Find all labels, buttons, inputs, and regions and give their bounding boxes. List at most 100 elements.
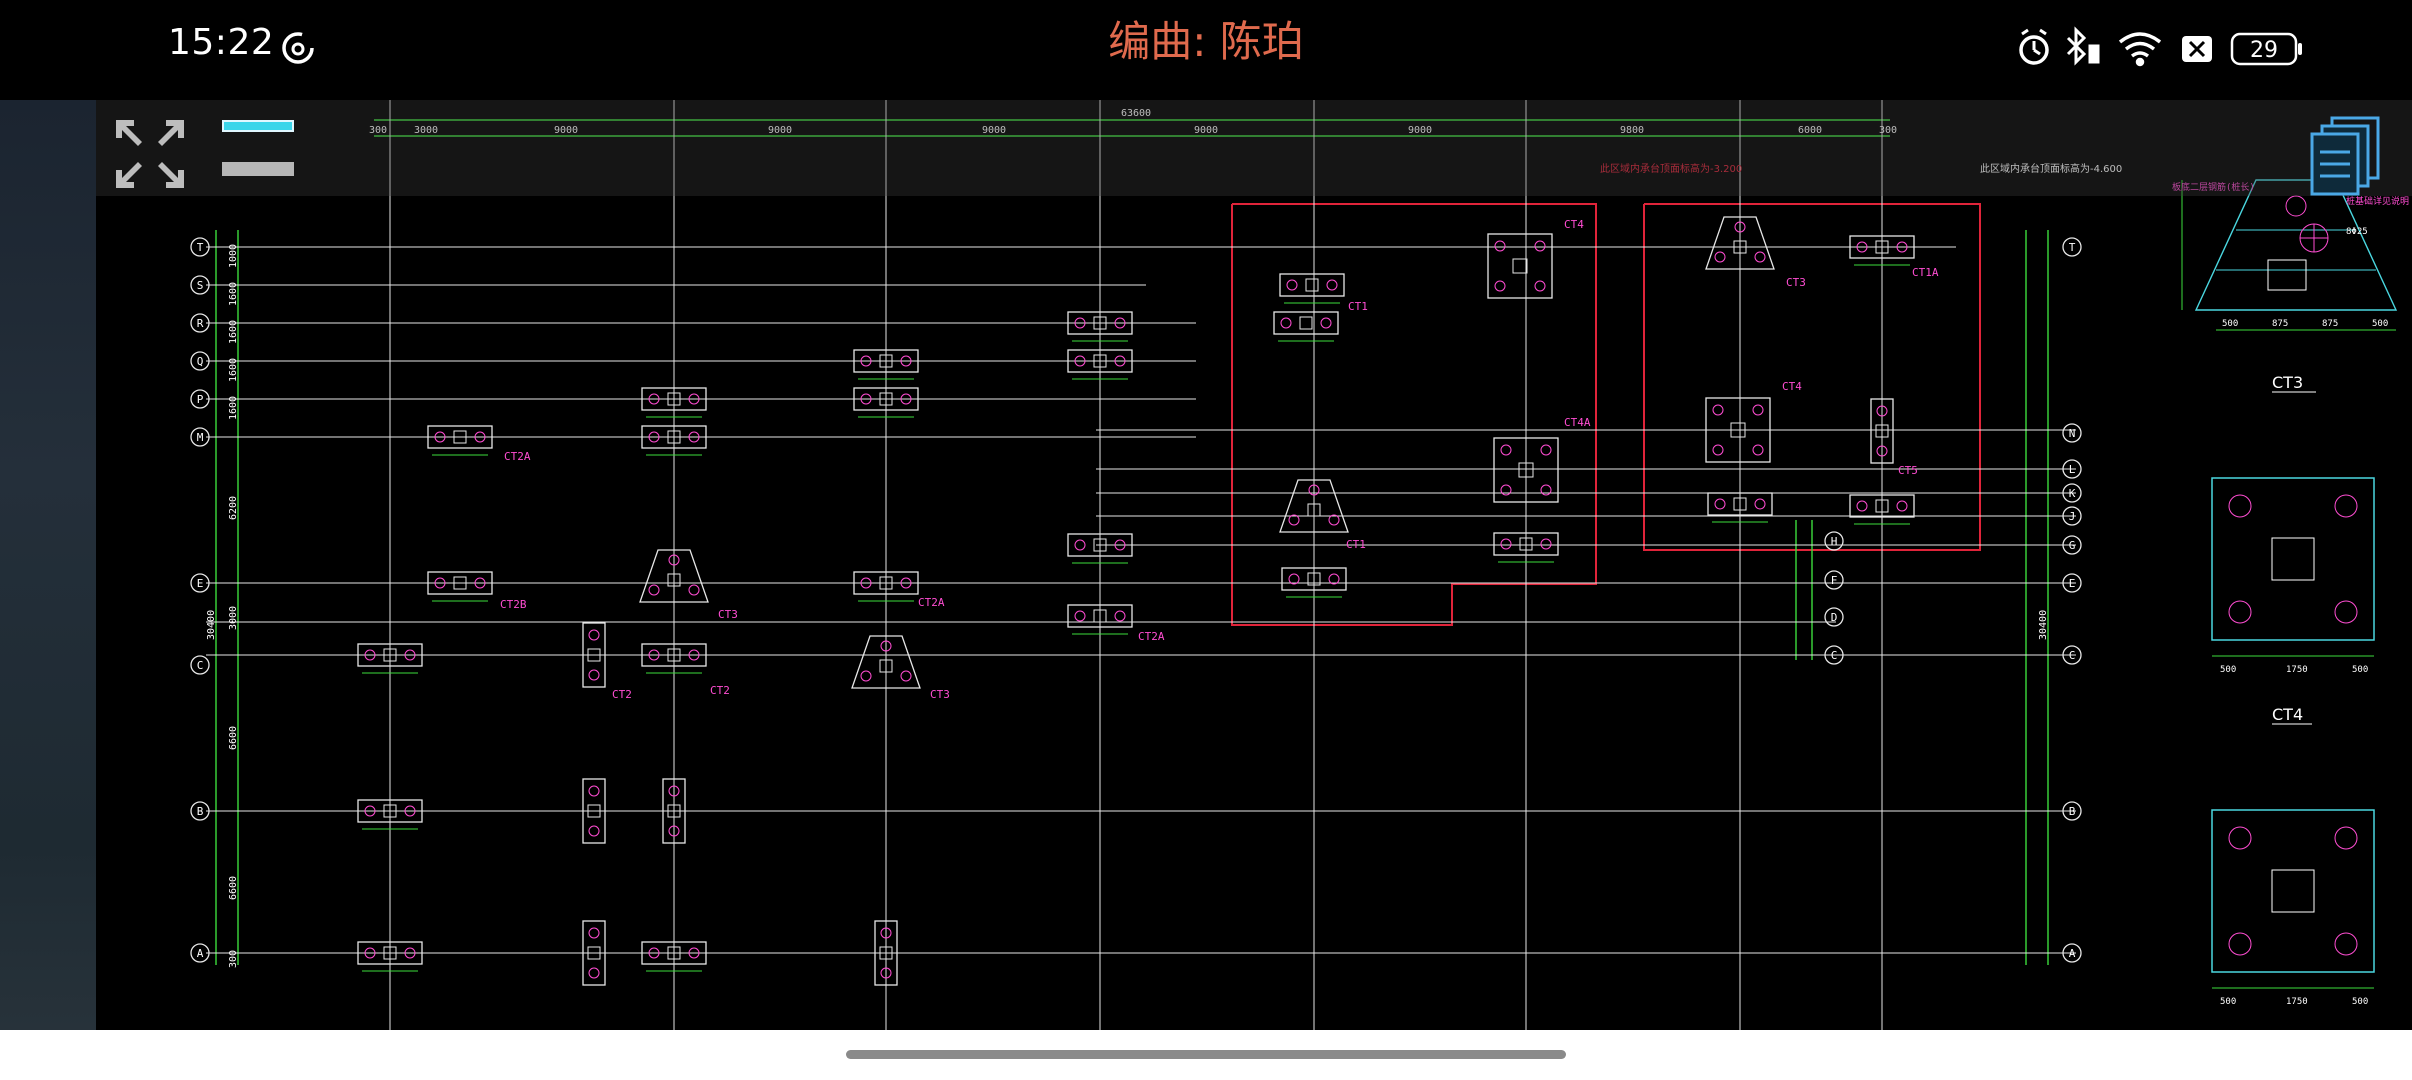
pile-cap: [662, 778, 686, 844]
pile: [1320, 317, 1332, 329]
inner-axis-f: F: [1831, 574, 1838, 587]
triangle-pile-cap: [639, 549, 709, 603]
pile: [1540, 538, 1552, 550]
pile-cap: [1067, 349, 1133, 373]
layer-toggle-inactive[interactable]: [222, 162, 294, 176]
pile: [1114, 610, 1126, 622]
pile: [404, 947, 416, 959]
column-stub: [879, 659, 893, 673]
pile: [688, 584, 700, 596]
detail-ct4: 500 1750 500 CT4: [2211, 477, 2375, 725]
pile: [1074, 355, 1086, 367]
pile: [1500, 444, 1512, 456]
pile-cap: [582, 622, 606, 688]
detail-ct3: 500 875 875 500 板底二层钢筋(桩长) 桩基础详见说明 8Φ25 …: [2172, 179, 2409, 393]
pile: [688, 431, 700, 443]
pile: [1328, 514, 1340, 526]
column-stub: [453, 576, 467, 590]
pile: [588, 785, 600, 797]
pile: [588, 927, 600, 939]
axis-label-c: C: [197, 659, 204, 672]
lyric-title: 编曲: 陈珀: [1108, 17, 1304, 66]
music-app-icon: [282, 32, 314, 64]
inner-axis-h: H: [1831, 535, 1838, 548]
pile: [1534, 240, 1546, 252]
pile: [588, 825, 600, 837]
pile-cap: [641, 387, 707, 411]
column-stub: [667, 804, 681, 818]
pile-cap: [1870, 398, 1894, 464]
column-stub: [879, 392, 893, 406]
pile: [1500, 484, 1512, 496]
column-stub: [1730, 422, 1746, 438]
square-pile-cap: [1705, 397, 1771, 463]
pile-cap: [853, 571, 919, 595]
layers-icon[interactable]: [2310, 114, 2382, 196]
column-stub: [1733, 497, 1747, 511]
pile-tag-7: CT2A: [1138, 630, 1165, 643]
left-dim-total: 30400: [206, 610, 217, 640]
pile: [860, 355, 872, 367]
column-stub: [1093, 538, 1107, 552]
pile: [668, 785, 680, 797]
layer-toggle-active[interactable]: [222, 120, 294, 132]
pile: [1280, 317, 1292, 329]
dim-span-6: 9000: [1408, 125, 1432, 136]
ct3-note-a: 板底二层钢筋(桩长): [2172, 181, 2255, 193]
pile: [1534, 280, 1546, 292]
screen: T S R Q P M E C B A T N L K J G E C: [0, 0, 2412, 1030]
red-note-1: 此区域内承台顶面标高为-3.200: [1600, 162, 1742, 175]
wifi-icon: [2118, 32, 2162, 67]
cad-drawing-canvas[interactable]: T S R Q P M E C B A T N L K J G E C: [96, 100, 2412, 1030]
axis-label-m: M: [197, 431, 204, 444]
column-stub: [587, 946, 601, 960]
battery-icon: [2230, 32, 2302, 66]
pile: [860, 670, 872, 682]
column-stub: [1875, 240, 1889, 254]
status-time: 15:22: [168, 22, 275, 63]
pile: [1876, 445, 1888, 457]
pile: [900, 355, 912, 367]
pile-cap: [582, 920, 606, 986]
pile: [1500, 538, 1512, 550]
alarm-icon: [2019, 28, 2049, 65]
pile: [364, 805, 376, 817]
pile: [880, 640, 892, 652]
pile-cap: [357, 941, 423, 965]
axis-label-a: A: [197, 947, 204, 960]
pile-cap: [641, 425, 707, 449]
red-note-2: 此区域内承台顶面标高为-4.600: [1980, 162, 2122, 175]
square-pile-cap: [1487, 233, 1553, 299]
pile: [1074, 610, 1086, 622]
pile-tag-6: CT3: [930, 688, 950, 701]
pile-tag-13: CT4: [1782, 380, 1802, 393]
right-axis-a: A: [2069, 947, 2076, 960]
pile: [1326, 279, 1338, 291]
pile: [668, 554, 680, 566]
ct3-rebar: 8Φ25: [2346, 227, 2368, 237]
red-region-1: [1231, 203, 1597, 626]
axis-label-q: Q: [197, 355, 204, 368]
pile: [1752, 444, 1764, 456]
triangle-pile-cap: [851, 635, 921, 689]
pile: [1712, 444, 1724, 456]
floating-toolbar: [96, 100, 2412, 196]
pile-tag-3: CT2: [710, 684, 730, 697]
pile-cap: [1493, 532, 1559, 556]
bluetooth-icon: [2066, 26, 2100, 66]
ct4-dim-2: 500: [2352, 665, 2368, 675]
dim-span-9: 300: [1879, 125, 1897, 136]
exit-fullscreen-icon[interactable]: [112, 116, 188, 192]
column-stub: [1519, 537, 1533, 551]
home-indicator[interactable]: [846, 1050, 1566, 1059]
pile-cap: [853, 349, 919, 373]
pile: [434, 431, 446, 443]
left-dim-3: 1600: [228, 358, 239, 382]
left-axis-bubbles: [190, 237, 210, 963]
pile: [1754, 498, 1766, 510]
ct3-label: CT3: [2272, 373, 2303, 392]
row-gridlines: [206, 246, 2076, 954]
triangle-pile-cap: [1705, 216, 1775, 270]
column-stub: [1518, 462, 1534, 478]
column-stub: [667, 648, 681, 662]
